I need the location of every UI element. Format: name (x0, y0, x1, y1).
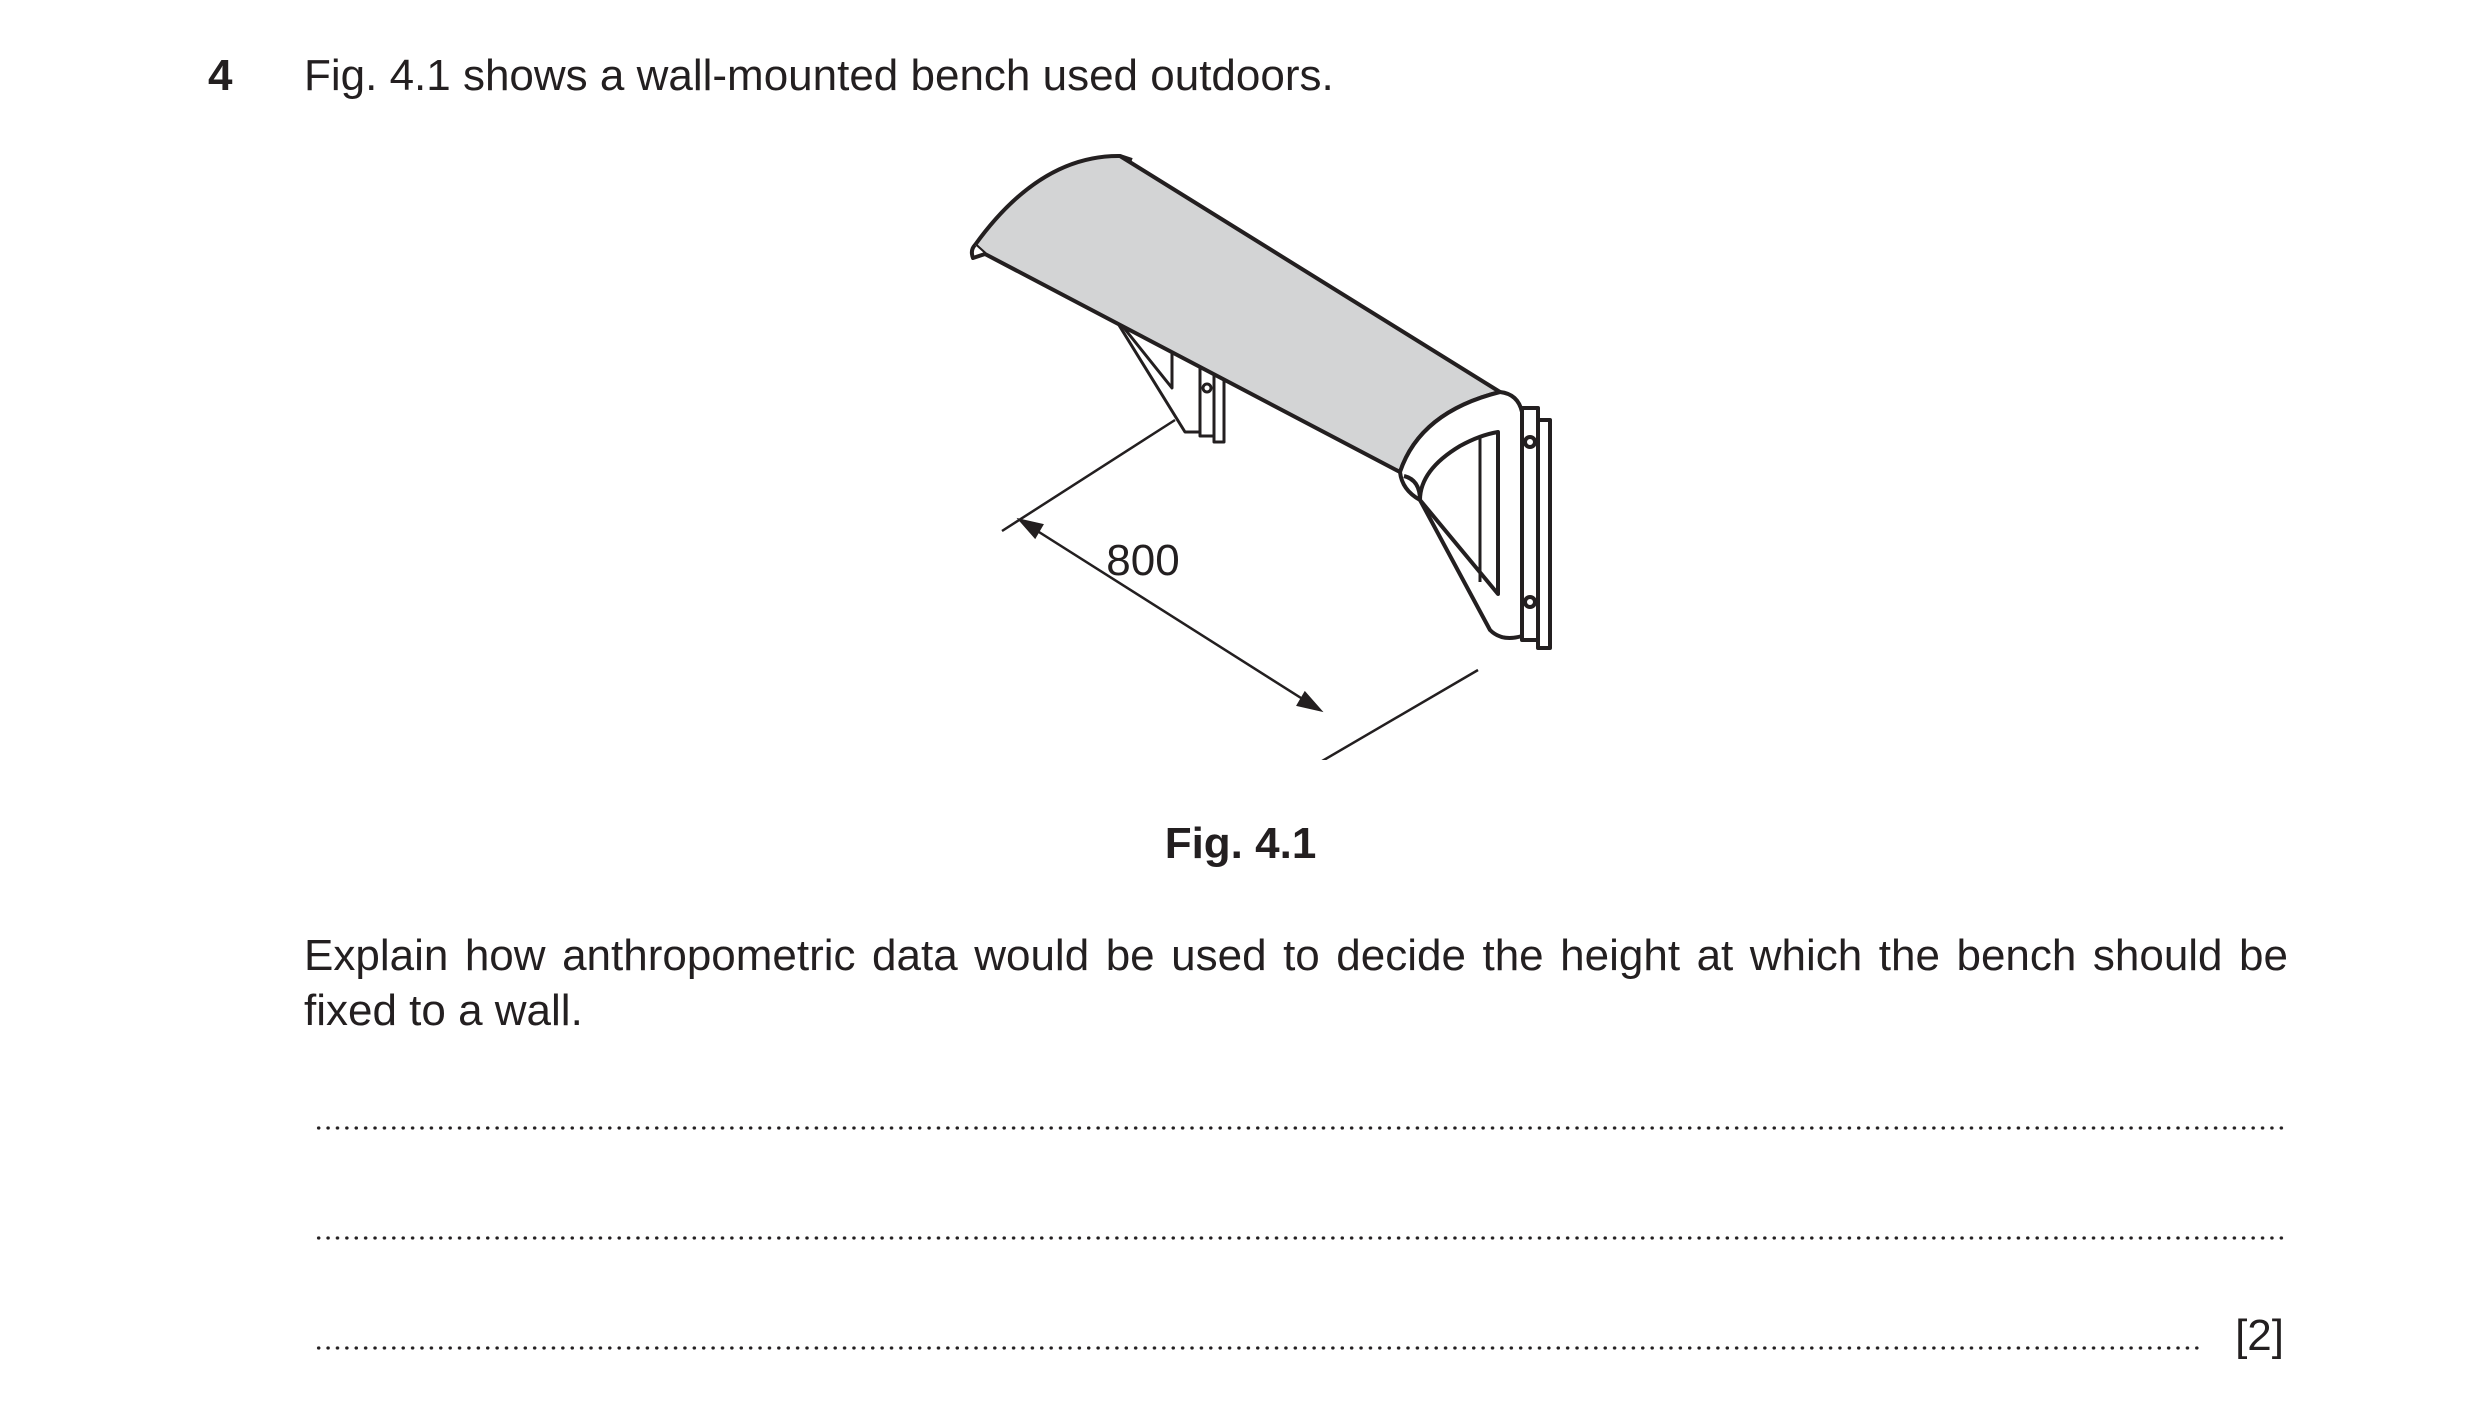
bench-seat (969, 153, 1502, 474)
near-bracket (1398, 390, 1552, 650)
question-number: 4 (208, 51, 233, 100)
figure-caption: Fig. 4.1 (1164, 819, 1317, 868)
question-prompt: Explain how anthropometric data would be… (304, 931, 2288, 1035)
answer-line[interactable] (314, 1126, 2284, 1130)
marks-allocation: [2] (2235, 1311, 2284, 1360)
answer-line[interactable] (314, 1346, 2204, 1350)
answer-line[interactable] (314, 1236, 2284, 1240)
dimension-800 (1001, 418, 1479, 760)
bench-illustration: 800 (969, 153, 1552, 760)
dimension-label: 800 (1106, 536, 1179, 585)
question-intro: Fig. 4.1 shows a wall-mounted bench used… (304, 51, 1334, 100)
